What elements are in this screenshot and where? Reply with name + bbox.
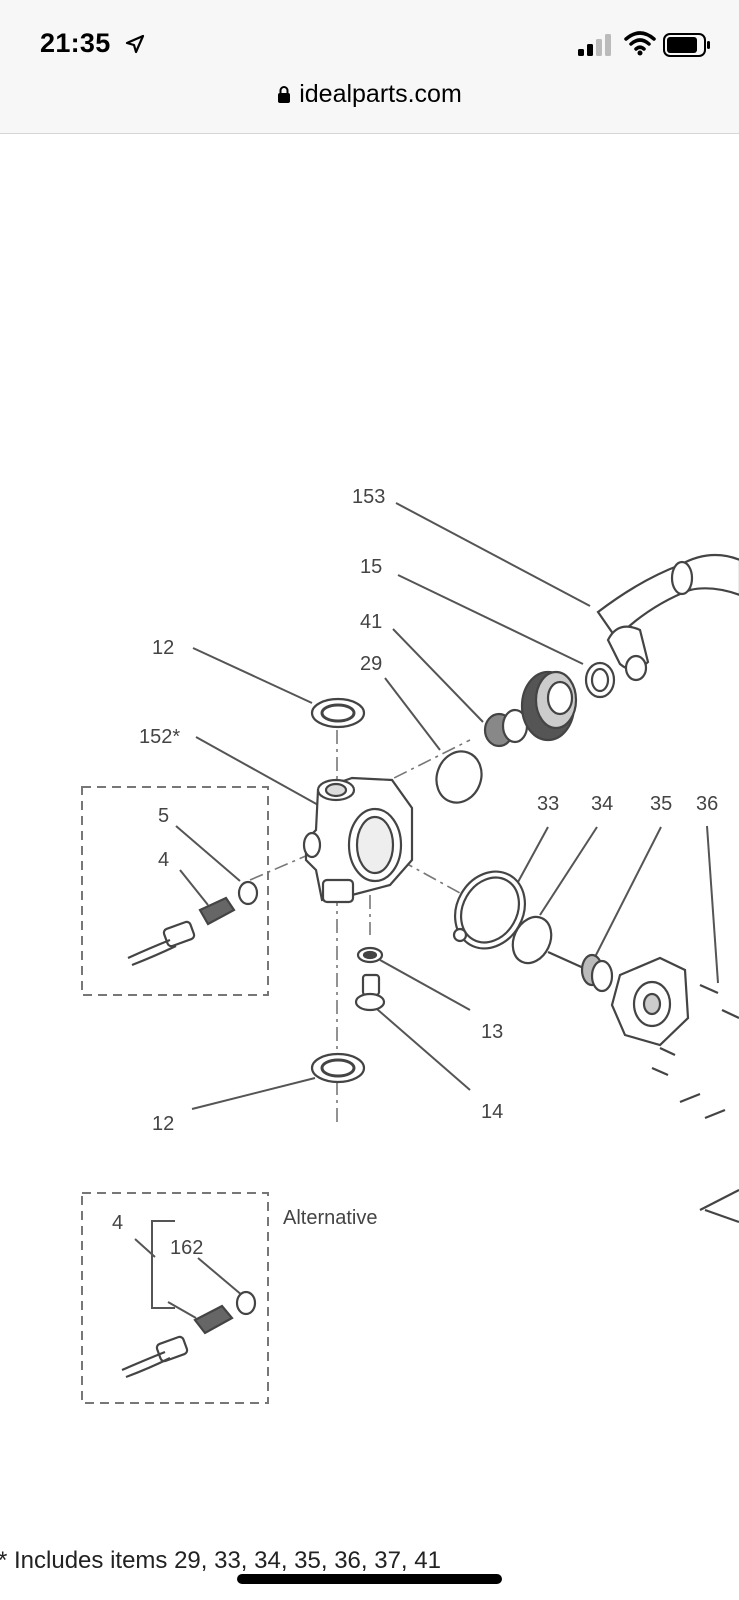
footnote: * Includes items 29, 33, 34, 35, 36, 37,… [0,1547,441,1574]
wifi-icon [624,31,656,56]
detail-box-sensor [81,786,269,996]
callout-label: 153 [352,486,385,508]
callout-label: 35 [650,793,672,815]
status-time: 21:35 [40,28,111,58]
url-text: idealparts.com [299,80,462,108]
detail-box-alternative [81,1192,269,1404]
callout-label: 34 [591,793,613,815]
parts-art [121,553,739,1379]
callout-label: 4 [158,849,169,871]
callout-label: 5 [158,805,169,827]
browser-header: 21:35 idealparts.com [0,0,739,134]
callout-label: 4 [112,1212,123,1234]
alternative-label: Alternative [283,1207,378,1229]
callout-label: 152* [139,726,180,748]
home-indicator[interactable] [237,1574,502,1584]
callout-label: 15 [360,556,382,578]
cellular-signal-icon [578,34,611,56]
callout-label: 33 [537,793,559,815]
address-bar[interactable]: idealparts.com [0,80,739,109]
callout-label: 36 [696,793,718,815]
location-arrow-icon [125,34,145,54]
battery-icon [663,33,710,57]
callout-label: 12 [152,1113,174,1135]
lock-icon [278,86,291,103]
callout-label: 13 [481,1021,503,1043]
callout-labels: 153 15 41 29 12 152* 5 4 33 34 35 36 13 … [112,486,718,1259]
callout-label: 14 [481,1101,503,1123]
callout-label: 41 [360,611,382,633]
exploded-parts-diagram: 153 15 41 29 12 152* 5 4 33 34 35 36 13 … [81,486,739,1404]
callout-label: 12 [152,637,174,659]
callout-label: 162 [170,1237,203,1259]
callout-label: 29 [360,653,382,675]
